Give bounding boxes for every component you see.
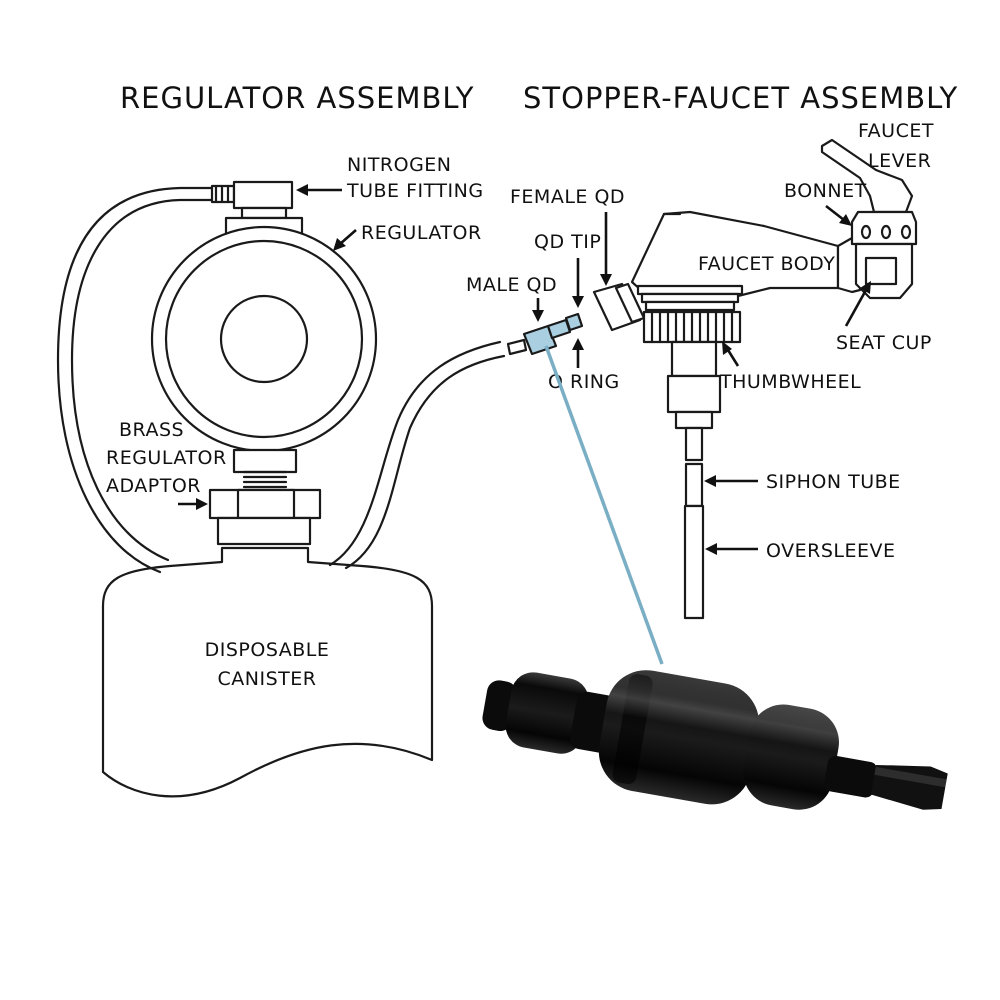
seat-cup-label: SEAT CUP — [836, 332, 932, 354]
canister-label-line2: CANISTER — [218, 668, 317, 690]
arrow-icon — [600, 212, 612, 286]
gas-line-inner — [344, 354, 506, 570]
disposable-canister: DISPOSABLE CANISTER — [101, 546, 434, 798]
qd-tip-label: QD TIP — [534, 231, 601, 253]
nitrogen-tube-fitting — [210, 180, 294, 220]
arrow-icon — [572, 258, 584, 308]
siphon-tube-label: SIPHON TUBE — [766, 471, 901, 493]
bonnet — [850, 210, 918, 246]
female-qd-label: FEMALE QD — [510, 186, 625, 208]
arrow-icon — [722, 341, 740, 367]
canister-label-line1: DISPOSABLE — [205, 639, 330, 661]
male-qd-label: MALE QD — [466, 274, 557, 296]
siphon-tube — [684, 426, 704, 508]
arrow-icon — [704, 475, 758, 487]
male-qd-photo — [482, 670, 948, 819]
brass-label-line1: BRASS — [119, 419, 184, 441]
faucet-body — [630, 210, 862, 312]
callout-line — [544, 345, 664, 665]
thumbwheel-label: THUMBWHEEL — [719, 371, 861, 393]
gas-hose-inner — [70, 198, 214, 562]
arrow-icon — [572, 338, 584, 368]
bonnet-label: BONNET — [784, 180, 867, 202]
arrow-icon — [532, 298, 544, 322]
arrow-icon — [825, 204, 852, 226]
brass-label-line2: REGULATOR — [106, 447, 227, 469]
arrow-icon — [844, 281, 871, 327]
arrow-icon — [178, 498, 208, 510]
oversleeve — [683, 504, 705, 620]
female-qd — [592, 282, 646, 332]
gas-line-outer — [328, 340, 502, 567]
regulator — [150, 216, 378, 489]
stopper — [666, 340, 722, 430]
oversleeve-label: OVERSLEEVE — [766, 540, 895, 562]
arrow-icon — [333, 229, 357, 251]
faucet-lever-label-line1: FAUCET — [858, 120, 934, 142]
thumbwheel — [642, 310, 742, 344]
regulator-assembly-title: REGULATOR ASSEMBLY — [120, 81, 474, 115]
arrow-icon — [296, 184, 342, 196]
brass-label-line3: ADAPTOR — [106, 475, 201, 497]
faucet-lever-label-line2: LEVER — [868, 150, 931, 172]
stopper-faucet-assembly-title: STOPPER-FAUCET ASSEMBLY — [523, 81, 958, 115]
arrow-icon — [705, 543, 758, 555]
faucet-body-label: FAUCET BODY — [698, 253, 835, 275]
regulator-label: REGULATOR — [361, 222, 482, 244]
brass-regulator-adaptor — [208, 488, 322, 546]
nitrogen-label-line1: NITROGEN — [347, 154, 452, 176]
nitrogen-label-line2: TUBE FITTING — [346, 180, 484, 202]
o-ring-label: O RING — [548, 371, 620, 393]
gas-hose-outer — [56, 186, 214, 574]
